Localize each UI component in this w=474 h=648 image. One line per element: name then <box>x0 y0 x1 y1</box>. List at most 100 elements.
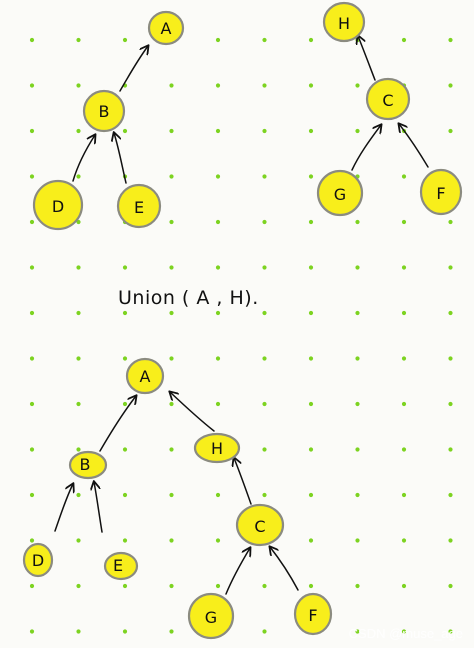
grid-dot <box>355 83 360 88</box>
grid-dot <box>262 83 267 88</box>
node-c: C <box>235 503 285 547</box>
grid-dot <box>29 128 35 134</box>
grid-dot <box>29 265 35 270</box>
grid-dot <box>448 128 453 134</box>
grid-dot <box>122 492 128 498</box>
grid-dot <box>122 310 128 316</box>
grid-dot <box>76 310 81 316</box>
node-c: C <box>365 77 411 121</box>
grid-dot <box>76 401 81 407</box>
grid-dot <box>29 583 35 589</box>
grid-dot <box>215 83 221 88</box>
grid-dot <box>169 447 174 452</box>
node-e: E <box>116 183 162 229</box>
edge-d-to-b <box>72 135 95 182</box>
grid-dot <box>401 356 407 361</box>
grid-dot <box>169 492 174 498</box>
grid-dot <box>76 219 81 225</box>
grid-dot <box>448 492 453 498</box>
grid-dot <box>215 356 221 361</box>
grid-dot <box>76 356 81 361</box>
grid-dot <box>169 629 174 634</box>
node-label: E <box>134 198 144 217</box>
grid-dot <box>448 356 453 361</box>
grid-dot <box>448 538 453 543</box>
grid-dot <box>169 265 174 270</box>
grid-dot <box>448 401 453 407</box>
grid-dot <box>169 356 174 361</box>
grid-dot <box>308 401 314 407</box>
grid-dot <box>122 356 128 361</box>
edge-e-to-b <box>94 482 103 533</box>
grid-dot <box>355 629 360 634</box>
node-label: C <box>382 91 393 110</box>
grid-dot <box>308 356 314 361</box>
node-b: B <box>82 89 126 133</box>
grid-dot <box>355 310 360 316</box>
node-f: F <box>293 592 333 636</box>
grid-dot <box>29 37 35 43</box>
grid-dot <box>29 492 35 498</box>
grid-dot <box>76 492 81 498</box>
grid-dot <box>262 356 267 361</box>
grid-dot <box>215 265 221 270</box>
grid-dot <box>262 447 267 452</box>
nodes-layer: A B D E H C <box>22 1 463 640</box>
grid-dot <box>401 219 407 225</box>
grid-dot <box>122 128 128 134</box>
grid-dot <box>308 310 314 316</box>
edge-b-to-a <box>119 46 148 92</box>
grid-dot <box>262 265 267 270</box>
node-label: F <box>436 184 445 203</box>
grid-dot <box>448 37 453 43</box>
grid-dot <box>262 174 267 179</box>
grid-dot <box>355 538 360 543</box>
grid-dot <box>76 583 81 589</box>
node-label: B <box>99 102 110 121</box>
node-label: G <box>334 185 346 204</box>
grid-dot <box>29 447 35 452</box>
grid-dot <box>169 310 174 316</box>
grid-dot <box>215 583 221 589</box>
grid-dot <box>122 401 128 407</box>
node-label: A <box>161 19 172 38</box>
grid-dot <box>29 219 35 225</box>
grid-dot <box>76 83 81 88</box>
grid-dot <box>122 265 128 270</box>
grid-dot <box>215 219 221 225</box>
grid-dot <box>355 401 360 407</box>
grid-dot <box>448 583 453 589</box>
grid-dot <box>308 265 314 270</box>
grid-dot <box>355 265 360 270</box>
grid-dot <box>169 538 174 543</box>
node-g: G <box>316 169 364 217</box>
grid-dot <box>215 492 221 498</box>
edge-f-to-c <box>399 124 429 168</box>
edge-c-to-h <box>358 36 376 81</box>
node-a: A <box>125 357 165 395</box>
node-label: G <box>205 608 217 627</box>
grid-dot <box>29 174 35 179</box>
grid-dot <box>76 265 81 270</box>
grid-dot <box>262 492 267 498</box>
node-label: F <box>308 606 317 625</box>
grid-dot <box>29 356 35 361</box>
grid-dot <box>169 128 174 134</box>
node-label: D <box>32 551 44 570</box>
grid-dot <box>122 37 128 43</box>
grid-dot <box>308 83 314 88</box>
node-label: B <box>80 455 91 474</box>
grid-dot <box>29 310 35 316</box>
grid-dot <box>169 219 174 225</box>
edge-f-to-c <box>270 547 299 591</box>
grid-dot <box>76 447 81 452</box>
edge-g-to-c <box>225 548 250 595</box>
edge-g-to-c <box>351 125 381 171</box>
edge-h-to-a <box>170 392 215 432</box>
caption-text: Union ( A , H). <box>118 287 259 309</box>
grid-dot <box>401 401 407 407</box>
node-g: G <box>187 592 235 640</box>
grid-dot <box>401 265 407 270</box>
grid-dot <box>29 401 35 407</box>
edge-b-to-a <box>99 396 136 452</box>
